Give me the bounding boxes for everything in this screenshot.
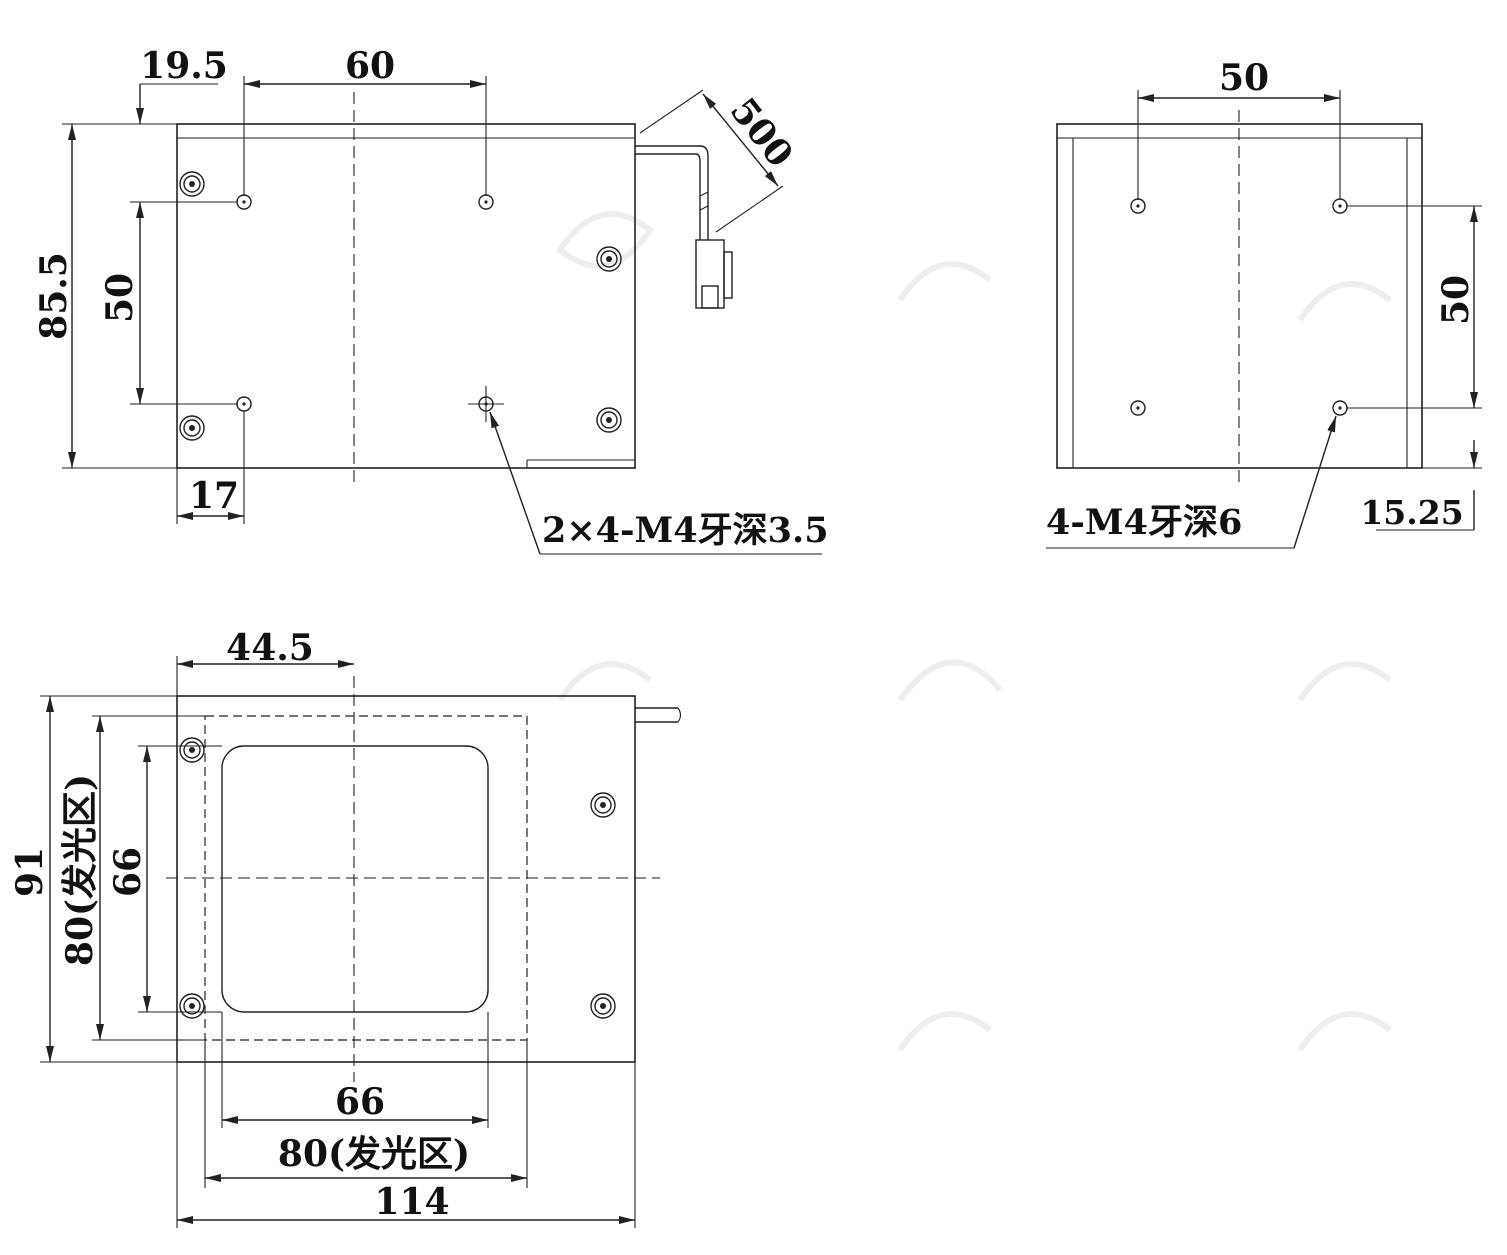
thread-note-top-view: 2×4-M4牙深3.5 — [542, 510, 829, 551]
dim-50-right: 50 — [1435, 275, 1477, 325]
screw-icon — [179, 415, 205, 441]
light-window — [221, 745, 489, 1013]
front-view-body — [176, 695, 636, 1063]
screw-icon — [179, 171, 205, 197]
dim-50-top: 50 — [1219, 57, 1269, 99]
screw-icon — [596, 246, 622, 272]
threaded-hole-icon — [1332, 198, 1348, 214]
dim-85-5: 85.5 — [33, 252, 75, 340]
screw-icon — [179, 993, 205, 1019]
dim-44-5: 44.5 — [226, 627, 314, 669]
dim-19-5: 19.5 — [140, 45, 228, 87]
thread-note-side-view: 4-M4牙深6 — [1046, 502, 1242, 543]
dim-80-emit-horizontal: 80(发光区) — [278, 1133, 470, 1175]
threaded-hole-icon — [1332, 400, 1348, 416]
side-view-body — [1056, 123, 1423, 469]
threaded-hole-icon — [1130, 198, 1146, 214]
threaded-hole-icon — [236, 396, 252, 412]
screw-icon — [179, 737, 205, 763]
threaded-hole-icon — [1130, 400, 1146, 416]
dim-80-emit-vertical: 80(发光区) — [59, 774, 101, 966]
dim-114: 114 — [374, 1181, 449, 1223]
dim-50-vertical: 50 — [99, 273, 141, 323]
front-view: 44.5 91 80(发光区) 66 66 80(发光区) 114 — [9, 627, 682, 1228]
dim-66-horizontal: 66 — [335, 1081, 385, 1123]
threaded-hole-icon — [236, 194, 252, 210]
dim-60: 60 — [345, 45, 395, 87]
dim-66-vertical: 66 — [107, 847, 149, 897]
screw-icon — [590, 993, 616, 1019]
threaded-hole-icon — [478, 194, 494, 210]
side-view: 50 50 15.25 4-M4牙深6 — [1046, 57, 1482, 549]
top-view: 19.5 60 500 85.5 50 17 2×4-M4牙深3.5 — [33, 45, 829, 555]
dim-91: 91 — [9, 847, 51, 897]
screw-icon — [596, 407, 622, 433]
screw-icon — [590, 792, 616, 818]
watermark — [555, 211, 1392, 1052]
dim-15-25: 15.25 — [1360, 493, 1463, 532]
dim-17: 17 — [189, 475, 239, 517]
top-view-body — [176, 123, 636, 469]
